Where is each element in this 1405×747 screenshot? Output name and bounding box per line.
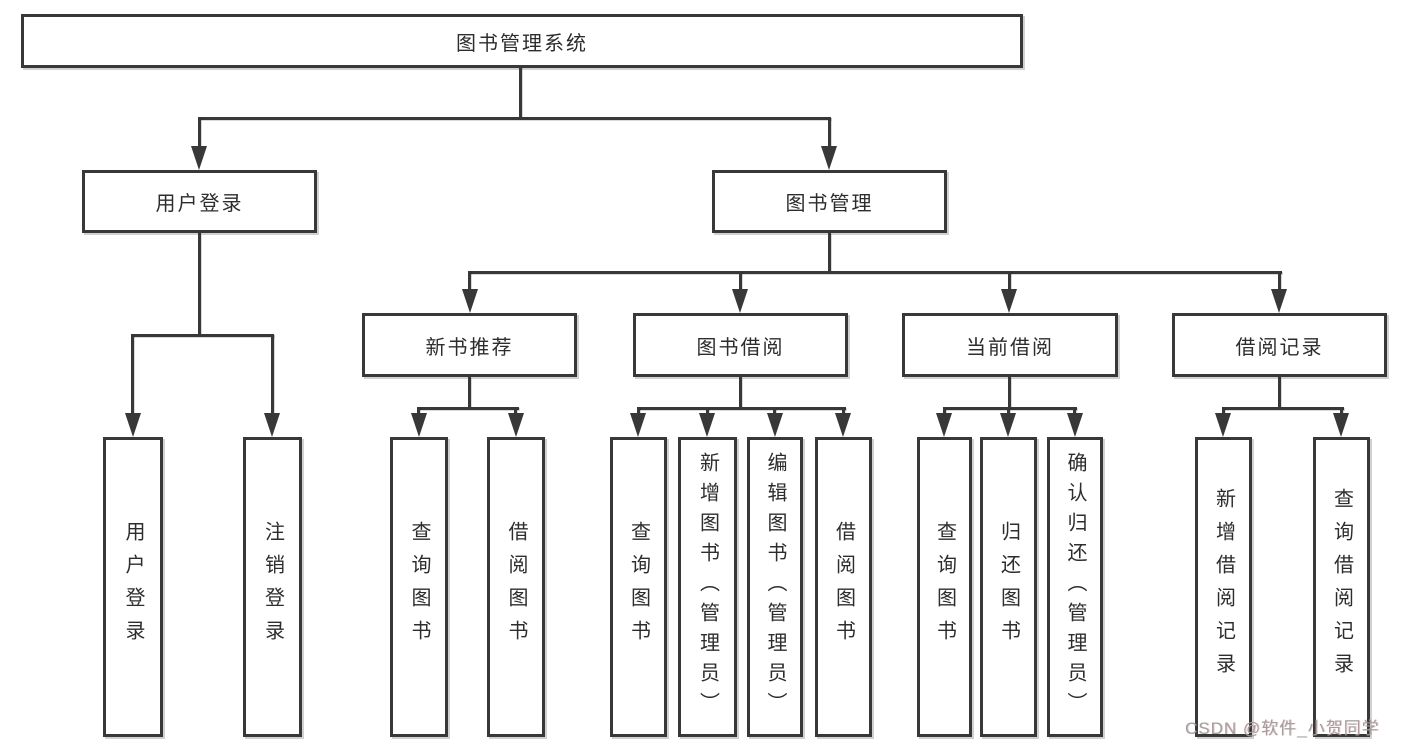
connector-line: [417, 407, 420, 417]
connector-line: [271, 334, 274, 415]
connector-line: [198, 117, 201, 149]
leaf-query-books-borrowing: 查询图书: [610, 437, 667, 737]
connector-line: [519, 66, 522, 119]
leaf-return-books: 归还图书: [980, 437, 1037, 737]
leaf-add-borrow-record: 新增借阅记录: [1195, 437, 1252, 737]
connector-line: [828, 233, 831, 273]
leaf-confirm-return-admin-label: 确认归还（管理员）: [1064, 452, 1086, 722]
leaf-query-books-recommend-label: 查询图书: [408, 521, 430, 653]
connector-line: [1340, 407, 1343, 417]
node-current-borrowing: 当前借阅: [902, 313, 1118, 377]
leaf-query-books-recommend: 查询图书: [390, 437, 448, 737]
connector-arrowhead: [264, 413, 280, 437]
connector-arrowhead: [508, 413, 524, 437]
connector-line: [739, 377, 742, 409]
connector-arrowhead: [732, 289, 748, 313]
connector-arrowhead: [125, 413, 141, 437]
connector-arrowhead: [821, 146, 837, 170]
connector-arrowhead: [699, 413, 715, 437]
node-book-management-label: 图书管理: [785, 193, 874, 215]
connector-arrowhead: [767, 413, 783, 437]
connector-line: [131, 334, 134, 415]
connector-line: [943, 407, 1077, 410]
connector-line: [514, 407, 517, 417]
connector-line: [637, 407, 846, 410]
leaf-add-books-admin-label: 新增图书（管理员）: [696, 452, 719, 722]
connector-line: [1007, 407, 1010, 417]
connector-line: [1222, 407, 1344, 410]
connector-arrowhead: [1000, 413, 1016, 437]
leaf-logout-login-label: 注销登录: [261, 521, 284, 653]
connector-arrowhead: [1333, 413, 1349, 437]
leaf-borrow-books-borrowing: 借阅图书: [815, 437, 872, 737]
leaf-query-books-current-label: 查询图书: [933, 521, 956, 653]
watermark: CSDN @软件_小贺同学: [1185, 719, 1380, 738]
connector-line: [468, 271, 471, 293]
connector-arrowhead: [1067, 413, 1083, 437]
node-user-login: 用户登录: [82, 170, 317, 233]
node-root-label: 图书管理系统: [456, 32, 588, 55]
leaf-query-borrow-record-label: 查询借阅记录: [1330, 488, 1353, 686]
node-book-management: 图书管理: [712, 170, 947, 233]
leaf-return-books-label: 归还图书: [997, 521, 1020, 653]
node-borrowing-records: 借阅记录: [1172, 313, 1387, 377]
leaf-borrow-books-recommend: 借阅图书: [487, 437, 545, 737]
node-root: 图书管理系统: [21, 14, 1023, 68]
connector-line: [1073, 407, 1076, 417]
leaf-logout-login: 注销登录: [243, 437, 302, 737]
connector-line: [417, 407, 519, 410]
connector-line: [637, 407, 640, 417]
connector-line: [469, 271, 1282, 274]
connector-line: [773, 407, 776, 417]
connector-arrowhead: [1215, 413, 1231, 437]
leaf-edit-books-admin: 编辑图书（管理员）: [747, 437, 803, 737]
connector-line: [943, 407, 946, 417]
leaf-add-books-admin: 新增图书（管理员）: [678, 437, 737, 737]
leaf-query-borrow-record: 查询借阅记录: [1313, 437, 1370, 737]
leaf-user-login-label: 用户登录: [122, 521, 144, 653]
connector-line: [1278, 271, 1281, 293]
connector-arrowhead: [630, 413, 646, 437]
connector-line: [739, 271, 742, 293]
leaf-query-books-current: 查询图书: [917, 437, 972, 737]
connector-line: [706, 407, 709, 417]
leaf-user-login: 用户登录: [103, 437, 163, 737]
connector-arrowhead: [1001, 289, 1017, 313]
connector-line: [828, 117, 831, 149]
connector-arrowhead: [1271, 289, 1287, 313]
node-new-book-recommendation-label: 新书推荐: [425, 336, 514, 359]
leaf-add-borrow-record-label: 新增借阅记录: [1212, 488, 1235, 686]
node-user-login-label: 用户登录: [155, 193, 244, 215]
leaf-edit-books-admin-label: 编辑图书（管理员）: [764, 452, 786, 722]
connector-line: [198, 233, 201, 336]
connector-line: [842, 407, 845, 417]
leaf-borrow-books-borrowing-label: 借阅图书: [832, 521, 855, 653]
connector-arrowhead: [835, 413, 851, 437]
connector-line: [198, 117, 831, 120]
connector-line: [131, 334, 274, 337]
leaf-confirm-return-admin: 确认归还（管理员）: [1047, 437, 1103, 737]
node-book-borrowing-label: 图书借阅: [696, 336, 785, 359]
connector-line: [1222, 407, 1225, 417]
connector-arrowhead: [411, 413, 427, 437]
connector-line: [1008, 271, 1011, 293]
node-borrowing-records-label: 借阅记录: [1235, 336, 1324, 359]
node-new-book-recommendation: 新书推荐: [362, 313, 577, 377]
connector-arrowhead: [462, 289, 478, 313]
connector-line: [1008, 377, 1011, 409]
node-book-borrowing: 图书借阅: [633, 313, 848, 377]
connector-arrowhead: [936, 413, 952, 437]
node-current-borrowing-label: 当前借阅: [966, 336, 1054, 359]
connector-line: [1278, 377, 1281, 409]
leaf-query-books-borrowing-label: 查询图书: [627, 521, 650, 653]
connector-line: [468, 377, 471, 409]
connector-arrowhead: [191, 146, 207, 170]
leaf-borrow-books-recommend-label: 借阅图书: [505, 521, 527, 653]
